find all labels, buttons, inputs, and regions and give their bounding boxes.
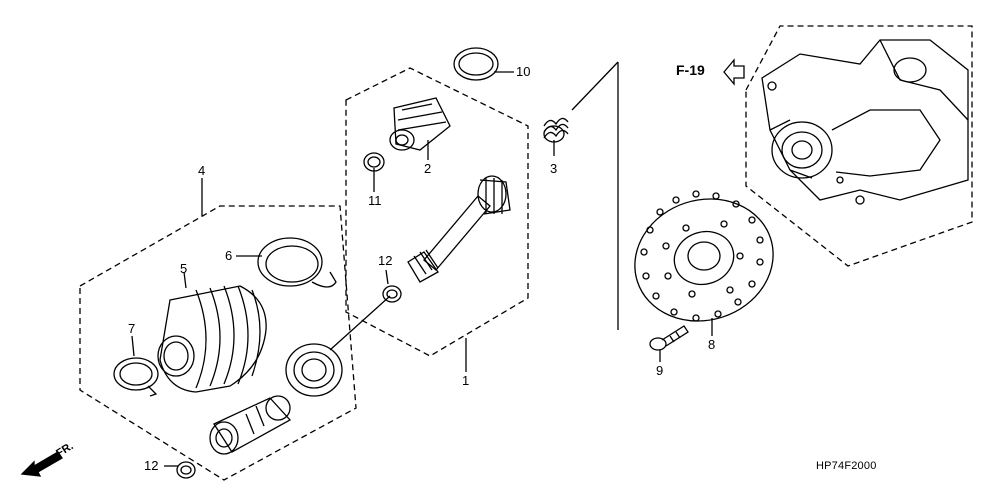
callout-3: 3 — [550, 161, 558, 176]
reference-arrow — [723, 58, 745, 86]
bolt-part-9 — [649, 325, 689, 351]
brake-disc-part-8 — [634, 190, 774, 322]
clamp-part-7 — [113, 357, 159, 397]
callout-12-upper: 12 — [378, 253, 393, 268]
callout-7: 7 — [128, 321, 136, 336]
ring-small — [363, 152, 385, 172]
boot-band-part-6 — [257, 237, 337, 288]
final-gear-case-outline — [745, 25, 973, 267]
drive-shaft-group-outline — [345, 67, 529, 357]
joint-part-2 — [389, 97, 451, 151]
o-ring-large — [453, 47, 499, 81]
oil-seal — [285, 343, 343, 397]
spring-part-3 — [543, 117, 569, 143]
callout-2: 2 — [424, 161, 432, 176]
diagram-code: HP74F2000 — [816, 460, 877, 472]
callout-4: 4 — [198, 163, 206, 178]
drive-shaft-part-1 — [407, 175, 511, 283]
final-gear-case — [761, 39, 969, 205]
callout-1: 1 — [462, 373, 470, 388]
callout-6: 6 — [225, 248, 233, 263]
front-arrow — [20, 451, 63, 477]
boot-part-5 — [157, 285, 267, 393]
callout-5: 5 — [180, 261, 188, 276]
callout-8: 8 — [708, 337, 716, 352]
ring-lower-12 — [176, 461, 196, 479]
boot-joint-group-outline — [79, 205, 357, 481]
universal-joint — [209, 395, 292, 455]
callout-11: 11 — [368, 193, 382, 208]
callout-12-lower: 12 — [144, 458, 159, 473]
ring-upper-12 — [382, 285, 402, 303]
callout-9: 9 — [656, 363, 664, 378]
callout-10: 10 — [516, 64, 531, 79]
reference-label: F-19 — [676, 62, 705, 78]
